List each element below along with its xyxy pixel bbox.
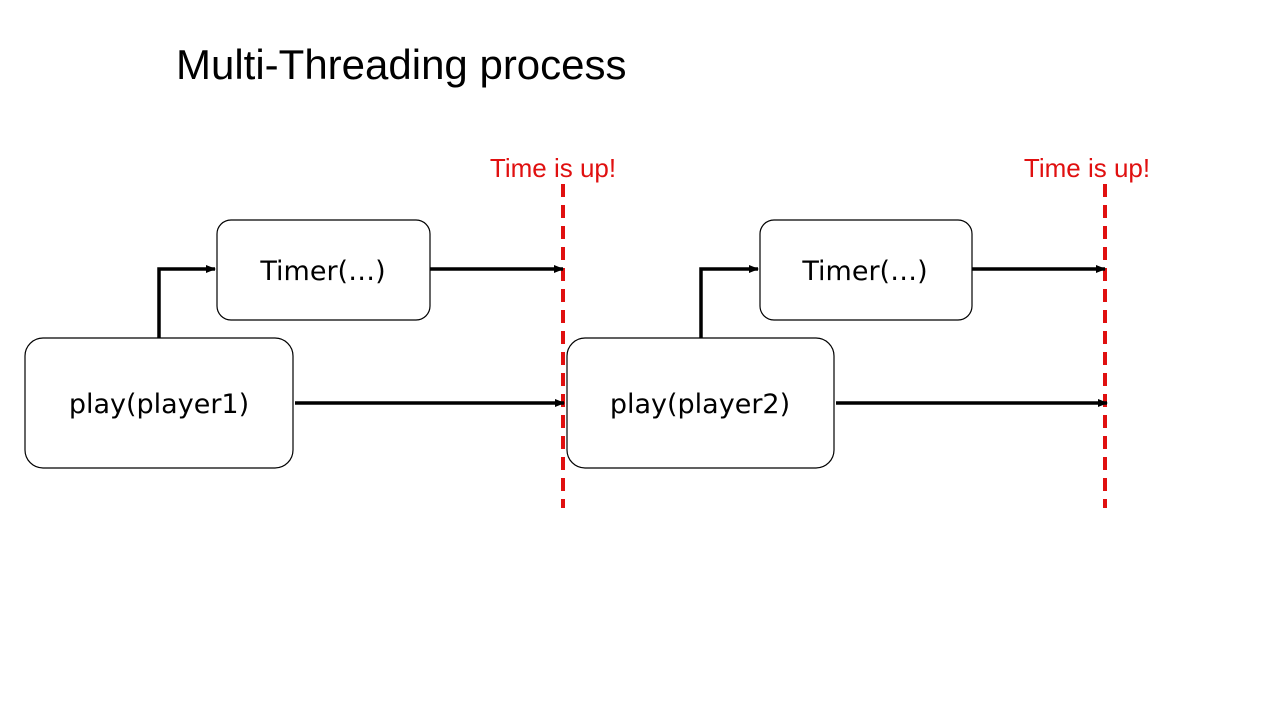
deadline-label-1: Time is up! bbox=[490, 153, 616, 183]
stage-2: Time is up! Timer(…) play(player2) bbox=[566, 153, 1150, 508]
spawn-arrow-1 bbox=[157, 265, 216, 338]
timer-label-1: Timer(…) bbox=[259, 256, 385, 287]
play-label-2: play(player2) bbox=[610, 389, 790, 420]
deadline-label-2: Time is up! bbox=[1024, 153, 1150, 183]
page-title: Multi-Threading process bbox=[176, 41, 627, 88]
timer-label-2: Timer(…) bbox=[801, 256, 927, 287]
stage-1: Time is up! Timer(…) play(player1) bbox=[24, 153, 616, 508]
spawn-arrow-2 bbox=[699, 265, 759, 338]
play-label-1: play(player1) bbox=[69, 389, 249, 420]
